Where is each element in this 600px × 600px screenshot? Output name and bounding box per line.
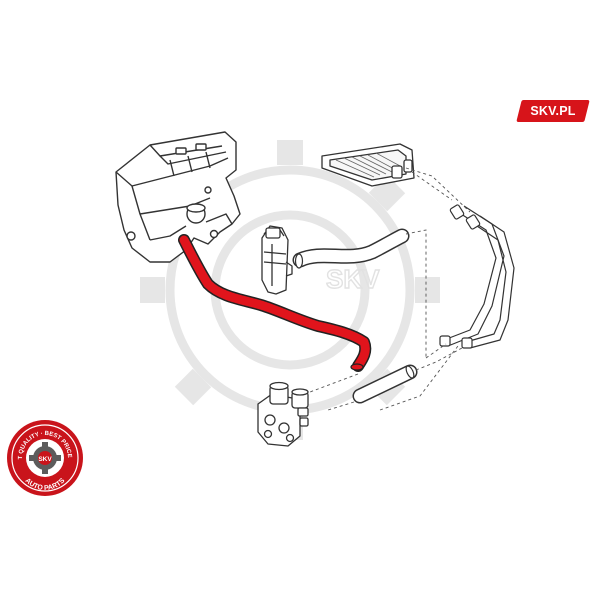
skv-auto-parts-seal: BEST QUALITY · BEST PRICE · OE SKV AUTO …: [3, 414, 83, 496]
lower-coolant-hose: [352, 364, 418, 404]
seal-center-text: SKV: [38, 456, 52, 463]
watermark-text: SKV: [326, 264, 380, 294]
metal-pipes: [439, 204, 515, 349]
highlighted-heater-hose: [178, 234, 372, 372]
heater-control-valve: [257, 381, 309, 447]
assembly-leader-lines: [309, 167, 471, 411]
upper-coolant-hose: [292, 228, 410, 269]
brand-logo-tag: SKV.PL: [516, 100, 590, 122]
expansion-tank: [261, 225, 293, 295]
engine-block: [115, 131, 241, 263]
brand-label: SKV.PL: [530, 104, 576, 118]
heater-core: [321, 143, 415, 187]
